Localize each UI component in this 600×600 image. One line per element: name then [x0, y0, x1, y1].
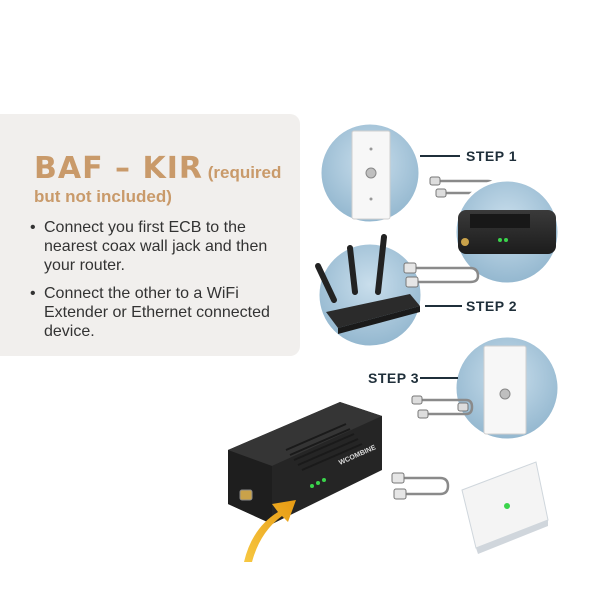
title-suffix-2: but not included) [34, 186, 172, 206]
page-title: BAF – KIR (required but not included) [34, 151, 296, 207]
ethernet-cable-icon-step3 [391, 472, 450, 500]
instruction-item-1: Connect you first ECB to the nearest coa… [30, 218, 290, 275]
instruction-item-2: Connect the other to a WiFi Extender or … [30, 284, 290, 341]
router-icon [315, 234, 424, 349]
title-suffix-1: (required [202, 163, 282, 182]
wifi-extender-icon [461, 461, 549, 554]
ecb-device-large [228, 402, 382, 524]
step-1-label: STEP 1 [466, 148, 517, 164]
ethernet-cable-icon [403, 262, 480, 288]
arrow-icon [244, 500, 296, 562]
ecb-adapter-icon [453, 178, 561, 286]
title-main: BAF – KIR [34, 151, 203, 186]
step-2-label: STEP 2 [466, 298, 517, 314]
wall-jack-icon [318, 121, 422, 225]
instruction-list: Connect you first ECB to the nearest coa… [30, 218, 290, 350]
coax-cable-icon-step3 [411, 395, 474, 419]
wall-jack-icon-step3 [453, 334, 561, 442]
step-3-label: STEP 3 [368, 370, 419, 386]
